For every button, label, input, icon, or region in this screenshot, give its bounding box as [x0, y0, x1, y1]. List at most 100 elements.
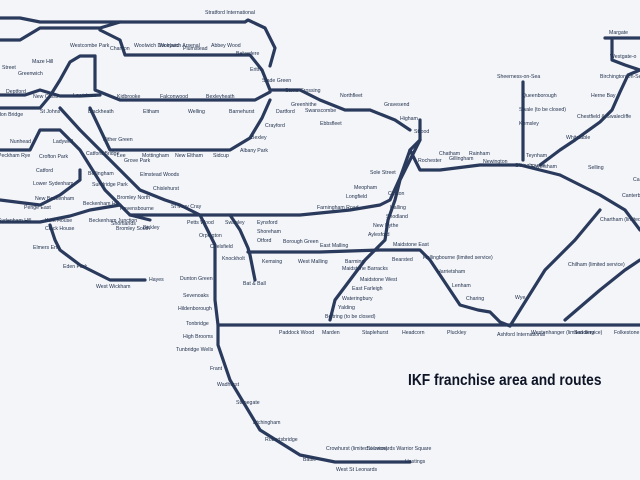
- station-label-knockholt: Knockholt: [222, 256, 245, 262]
- station-label-lee: Lee: [117, 153, 126, 159]
- station-label-boroughgreen: Borough Green: [283, 239, 319, 245]
- station-label-greenhithe: Greenhithe: [291, 102, 317, 108]
- route-line: [128, 118, 422, 217]
- station-label-kemsing: Kemsing: [262, 259, 282, 265]
- station-label-maidstonewest: Maidstone West: [360, 277, 398, 283]
- station-label-wateringbury: Wateringbury: [342, 296, 373, 302]
- station-label-neweltham: New Eltham: [175, 153, 203, 159]
- station-label-barnehurst: Barnehurst: [229, 109, 255, 115]
- station-label-weststleonards: West St Leonards: [336, 467, 378, 473]
- station-label-beltring: Beltring (to be closed): [325, 314, 376, 320]
- station-label-shoreham: Shoreham: [257, 229, 281, 235]
- station-label-ebbsfleet: Ebbsfleet: [320, 121, 342, 127]
- station-label-greenwich: Greenwich: [18, 71, 43, 77]
- station-label-headcorn: Headcorn: [402, 330, 425, 336]
- station-label-belvedere: Belvedere: [236, 51, 259, 57]
- station-label-tunbridge: Tunbridge Wells: [176, 347, 214, 353]
- station-label-kemsley: Kemsley: [519, 121, 539, 127]
- station-label-bromleynorth: Bromley North: [117, 195, 150, 201]
- station-label-stratford: Stratford International: [205, 10, 255, 16]
- station-label-batball: Bat & Ball: [243, 281, 266, 287]
- station-label-stonecrossing: Stone Crossing: [285, 88, 321, 94]
- station-label-tonbridge: Tonbridge: [186, 321, 209, 327]
- station-label-bickley: Bickley: [143, 225, 160, 231]
- route-line: [328, 138, 422, 322]
- station-label-orpington: Orpington: [199, 233, 222, 239]
- station-label-crofton: Crofton Park: [39, 154, 69, 160]
- station-label-bellingham: Bellingham: [88, 171, 114, 177]
- station-label-etchingham: Etchingham: [253, 420, 280, 426]
- station-label-margate: Margate: [609, 30, 628, 36]
- station-label-gravesend: Gravesend: [384, 102, 409, 108]
- station-label-clockhouse: Clock House: [45, 226, 75, 232]
- route-line: [246, 248, 512, 328]
- station-label-sole: Sole Street: [370, 170, 396, 176]
- station-label-highbrooms: High Brooms: [183, 334, 213, 340]
- route-line: [98, 28, 412, 132]
- station-label-longfield: Longfield: [346, 194, 367, 200]
- station-label-paddockwood: Paddock Wood: [279, 330, 314, 336]
- route-line: [563, 258, 640, 322]
- station-label-street: Street: [2, 65, 16, 71]
- station-label-sundridge: Sundridge Park: [92, 182, 128, 188]
- station-label-albanypark: Albany Park: [240, 148, 268, 154]
- station-label-eltham: Eltham: [143, 109, 159, 115]
- station-label-swale: Swale (to be closed): [519, 107, 566, 113]
- station-label-sheerness: Sheerness-on-Sea: [497, 74, 540, 80]
- station-label-harrietsham: Harrietsham: [437, 269, 465, 275]
- station-label-stonegate: Stonegate: [236, 400, 260, 406]
- station-label-newington: Newington: [483, 159, 508, 165]
- station-label-selling: Selling: [588, 165, 604, 171]
- station-label-yalding: Yalding: [338, 305, 355, 311]
- route-line: [0, 54, 97, 110]
- station-label-newcross: New Cross: [33, 94, 59, 100]
- station-label-eynsford: Eynsford: [257, 220, 278, 226]
- station-label-hernebay: Herne Bay: [591, 93, 616, 99]
- station-label-robertsbridge: Robertsbridge: [265, 437, 298, 443]
- station-label-maidstoneeast: Maidstone East: [393, 242, 429, 248]
- station-label-sydenhamhill: Sydenham Hill: [0, 218, 31, 224]
- station-label-nunhead: Nunhead: [10, 139, 31, 145]
- station-label-sittingbourne: Sittingbourne: [515, 163, 546, 169]
- station-label-halling: Halling: [390, 205, 406, 211]
- station-label-welling: Welling: [188, 109, 205, 115]
- route-line: [0, 88, 102, 98]
- station-label-shortlands: Shortlands: [111, 221, 136, 227]
- station-label-crayford: Crayford: [265, 123, 285, 129]
- route-lines: [0, 16, 640, 464]
- station-label-kidbrooke: Kidbrooke: [117, 94, 140, 100]
- station-label-kenthouse: Kent House: [45, 218, 72, 224]
- station-label-ashford: Ashford International: [497, 332, 545, 338]
- station-label-stmarycray: St Mary Cray: [171, 204, 202, 210]
- station-label-beckjunction: Beckenham Junction: [89, 218, 137, 224]
- station-label-birchington: Birchington-on-Se: [600, 74, 640, 80]
- station-label-chatham: Chatham: [439, 151, 460, 157]
- station-label-maze: Maze Hill: [32, 59, 53, 65]
- station-label-mottingham: Mottingham: [142, 153, 169, 159]
- station-label-faversham: Faversham: [531, 164, 557, 170]
- station-label-westcombe: Westcombe Park: [70, 43, 110, 49]
- station-label-queenborough: Queenborough: [522, 93, 557, 99]
- station-label-hithergreen: Hither Green: [103, 137, 133, 143]
- route-line: [508, 208, 602, 328]
- station-label-lewisham: Lewisham: [73, 93, 96, 99]
- station-label-maidstonebarracks: Maidstone Barracks: [342, 266, 388, 272]
- station-label-stjohns: St Johns: [40, 109, 61, 115]
- station-label-pettswood: Petts Wood: [187, 220, 214, 226]
- station-label-swanscombe: Swanscombe: [305, 108, 336, 114]
- station-label-chilham: Chilham (limited service): [568, 262, 625, 268]
- station-label-otford: Otford: [257, 238, 272, 244]
- station-label-falconwood: Falconwood: [160, 94, 188, 100]
- station-label-pengeeast: Penge East: [24, 205, 51, 211]
- station-label-peckham: Peckham Rye: [0, 153, 30, 159]
- station-label-duntongreen: Dunton Green: [180, 276, 213, 282]
- station-label-gillingham: Gillingham: [449, 156, 474, 162]
- station-label-sladegreen: Slade Green: [262, 78, 291, 84]
- station-label-teynham: Teynham: [526, 153, 547, 159]
- route-line: [48, 223, 147, 282]
- station-label-ca: Ca: [633, 177, 640, 183]
- station-label-bearsted: Bearsted: [392, 257, 413, 263]
- station-label-elmstead: Elmstead Woods: [140, 172, 180, 178]
